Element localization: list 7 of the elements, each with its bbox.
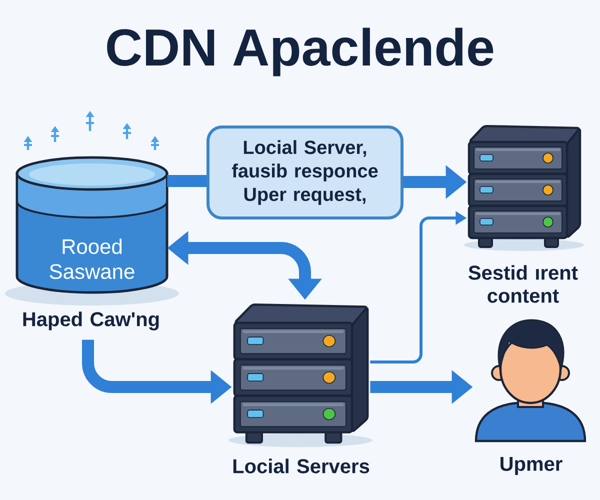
node-label: Upmer bbox=[500, 457, 562, 475]
database-cylinder: Rooed Saswane bbox=[5, 156, 179, 306]
node-label: Locial Servers bbox=[233, 458, 370, 474]
node-label: Haped Caw'ng bbox=[23, 312, 159, 330]
callout-box: Locial Server, fausib responce Uper request, bbox=[206, 126, 404, 220]
node-label: Sestid ırent content bbox=[468, 265, 578, 303]
title: CDN Apaclende bbox=[107, 28, 494, 76]
